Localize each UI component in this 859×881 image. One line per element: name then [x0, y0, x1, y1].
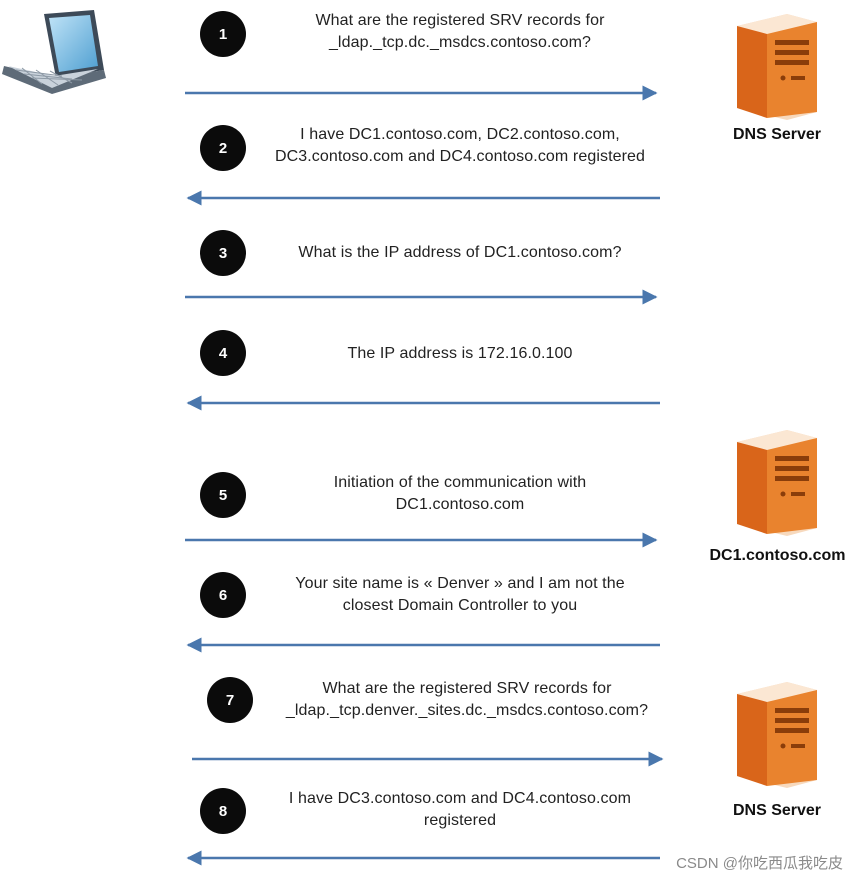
- step-number-badge: 6: [200, 572, 246, 618]
- step-number-badge: 1: [200, 11, 246, 57]
- step-number-badge: 2: [200, 125, 246, 171]
- step-number-badge: 4: [200, 330, 246, 376]
- laptop-icon: [2, 10, 106, 94]
- step-message-line: _ldap._tcp.denver._sites.dc._msdcs.conto…: [285, 702, 649, 719]
- step-message-line: I have DC1.contoso.com, DC2.contoso.com,: [300, 126, 620, 143]
- step-message: What are the registered SRV records for …: [250, 10, 670, 54]
- step-number-badge: 3: [200, 230, 246, 276]
- step-message-line: The IP address is 172.16.0.100: [347, 345, 573, 362]
- step-message-line: closest Domain Controller to you: [342, 597, 578, 614]
- step-message: What is the IP address of DC1.contoso.co…: [250, 242, 670, 264]
- server-tower-icon: [737, 430, 817, 536]
- step-message: Initiation of the communication with DC1…: [250, 472, 670, 516]
- step-message-line: What are the registered SRV records for: [315, 12, 605, 29]
- step-message-line: I have DC3.contoso.com and DC4.contoso.c…: [288, 790, 632, 807]
- step-message-line: _ldap._tcp.dc._msdcs.contoso.com?: [328, 34, 592, 51]
- step-message: The IP address is 172.16.0.100: [250, 343, 670, 365]
- step-message-line: DC1.contoso.com: [395, 496, 525, 513]
- watermark: CSDN @你吃西瓜我吃皮: [676, 855, 843, 872]
- server-label: DNS Server: [732, 802, 822, 819]
- step-message: I have DC3.contoso.com and DC4.contoso.c…: [250, 788, 670, 832]
- step-message-line: registered: [423, 812, 497, 829]
- step-message-line: Your site name is « Denver » and I am no…: [295, 575, 625, 592]
- step-message: What are the registered SRV records for …: [257, 678, 677, 722]
- step-message-line: DC3.contoso.com and DC4.contoso.com regi…: [274, 148, 646, 165]
- step-message: Your site name is « Denver » and I am no…: [250, 573, 670, 617]
- server-tower-icon: [737, 682, 817, 788]
- step-number-badge: 8: [200, 788, 246, 834]
- server-tower-icon: [737, 14, 817, 120]
- step-message-line: What are the registered SRV records for: [322, 680, 612, 697]
- step-number-badge: 7: [207, 677, 253, 723]
- step-message-line: What is the IP address of DC1.contoso.co…: [298, 244, 622, 261]
- server-label: DC1.contoso.com: [709, 547, 846, 564]
- step-message-line: Initiation of the communication with: [333, 474, 587, 491]
- step-message: I have DC1.contoso.com, DC2.contoso.com,…: [250, 124, 670, 168]
- server-label: DNS Server: [732, 126, 822, 143]
- step-number-badge: 5: [200, 472, 246, 518]
